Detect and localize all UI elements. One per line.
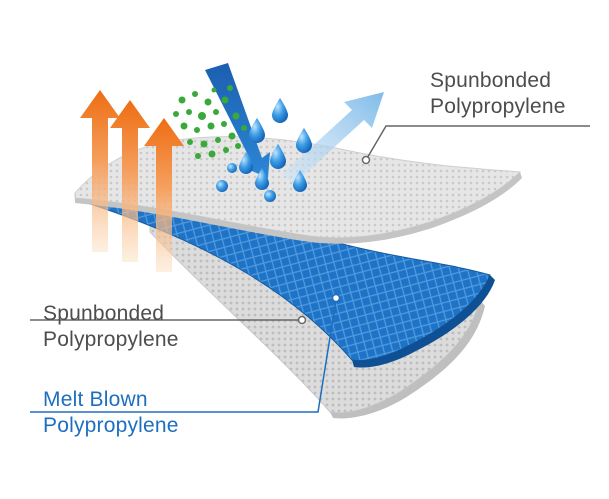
- bottom-layer-label: Spunbonded Polypropylene: [43, 301, 179, 353]
- leader-dot-top: [363, 157, 370, 164]
- heat-arrow-icon: [80, 90, 184, 272]
- leader-dot-meltblown: [333, 295, 340, 302]
- leader-line-top: [366, 126, 590, 160]
- bottom-layer-label-line2: Polypropylene: [43, 327, 179, 353]
- bottom-layer-label-line1: Spunbonded: [43, 301, 179, 327]
- top-layer-label-line1: Spunbonded: [430, 68, 566, 94]
- top-layer-label-line2: Polypropylene: [430, 94, 566, 120]
- melt-blown-label: Melt Blown Polypropylene: [43, 387, 179, 439]
- melt-blown-label-line2: Polypropylene: [43, 413, 179, 439]
- melt-blown-label-line1: Melt Blown: [43, 387, 179, 413]
- leader-dot-bottom: [299, 317, 306, 324]
- top-layer-label: Spunbonded Polypropylene: [430, 68, 566, 120]
